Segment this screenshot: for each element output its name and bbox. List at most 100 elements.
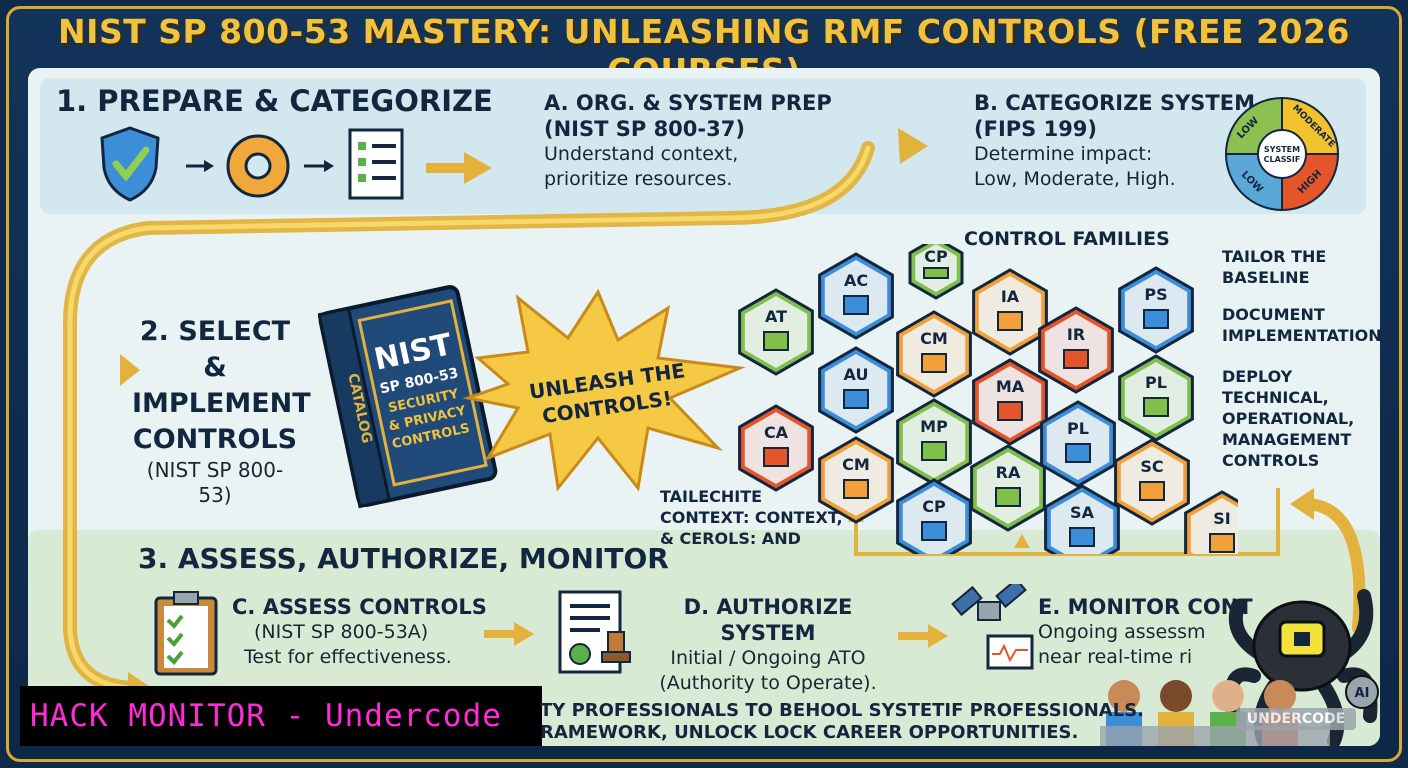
control-family-icon bbox=[1065, 443, 1091, 463]
control-family-hex-ma: MA bbox=[972, 358, 1048, 446]
control-family-hex-cm: CM bbox=[818, 436, 894, 524]
side-tailor: TAILOR THE BASELINE bbox=[1222, 246, 1326, 288]
control-family-label: SA bbox=[1070, 503, 1095, 522]
control-family-hex-pl: PL bbox=[1118, 354, 1194, 442]
control-family-icon bbox=[1139, 481, 1165, 501]
side-deploy-line2: OPERATIONAL, bbox=[1222, 409, 1355, 428]
control-family-hex-cp: CP bbox=[908, 244, 964, 300]
octopus-robot-illustration: AI bbox=[1224, 589, 1379, 746]
step-b-line1: Determine impact: bbox=[974, 143, 1153, 165]
document-checklist-icon bbox=[348, 128, 404, 200]
phase3-title: 3. ASSESS, AUTHORIZE, MONITOR bbox=[138, 542, 669, 575]
control-family-icon bbox=[1209, 533, 1235, 553]
step-c: C. ASSESS CONTROLS (NIST SP 800-53A) Tes… bbox=[232, 594, 487, 670]
control-family-label: MP bbox=[920, 417, 948, 436]
unleash-burst: UNLEASH THE CONTROLS! bbox=[462, 288, 746, 492]
control-family-hex-mp: MP bbox=[896, 398, 972, 486]
control-family-hex-pl: PL bbox=[1040, 400, 1116, 488]
control-family-label: CP bbox=[922, 497, 946, 516]
step-e-title: E. MONITOR CONT bbox=[1038, 595, 1253, 619]
step-d-line1: Initial / Ongoing ATO bbox=[670, 647, 866, 669]
side-tailor-line1: TAILOR THE bbox=[1222, 247, 1327, 266]
control-family-label: IA bbox=[1001, 287, 1020, 306]
phase2-ref: (NIST SP 800-53) bbox=[146, 458, 284, 507]
step-e-line2: near real-time ri bbox=[1038, 646, 1193, 668]
control-families: CP AC AT IA PS CM IR AU MA PL CA MP PL CM RA SC CP SA SI bbox=[738, 244, 1238, 554]
step-a-line1: Understand context, bbox=[544, 143, 739, 165]
control-family-label: IR bbox=[1067, 325, 1085, 344]
wheel-center-1: SYSTEM bbox=[1264, 145, 1300, 154]
control-family-label: AU bbox=[844, 365, 869, 384]
control-family-hex-sa: SA bbox=[1044, 484, 1120, 554]
control-family-hex-sc: SC bbox=[1114, 438, 1190, 526]
control-family-label: PS bbox=[1144, 285, 1167, 304]
catalog-book: CATALOG NIST SP 800-53 SECURITY & PRIVAC… bbox=[318, 285, 498, 509]
control-family-hex-cp: CP bbox=[896, 478, 972, 554]
phase2-title-line1: 2. SELECT & bbox=[139, 316, 291, 383]
control-family-label: CP bbox=[924, 247, 948, 266]
control-family-icon bbox=[763, 331, 789, 351]
side-document-line2: IMPLEMENTATION bbox=[1222, 326, 1380, 345]
step-b-ref: (FIPS 199) bbox=[974, 117, 1098, 141]
control-family-icon bbox=[843, 295, 869, 315]
control-family-label: MA bbox=[996, 377, 1025, 396]
step-d-title: D. AUTHORIZE SYSTEM bbox=[683, 595, 853, 645]
phase1-icons bbox=[100, 126, 492, 202]
control-family-label: PL bbox=[1145, 373, 1167, 392]
step-c-title: C. ASSESS CONTROLS bbox=[232, 595, 487, 619]
control-family-hex-ps: PS bbox=[1118, 266, 1194, 354]
gear-icon bbox=[226, 134, 290, 198]
certificate-stamp-icon bbox=[558, 590, 631, 674]
side-deploy-line3: MANAGEMENT bbox=[1222, 430, 1352, 449]
control-family-icon bbox=[763, 447, 789, 467]
wheel-center-2: CLASSIF bbox=[1264, 155, 1301, 164]
footer-line2: RAMEWORK, UNLOCK LOCK CAREER OPPORTUNITI… bbox=[540, 722, 1079, 743]
footer-text: TY PROFESSIONALS TO BEHOOL SYSTETIF PROF… bbox=[540, 700, 1145, 744]
control-family-hex-ra: RA bbox=[970, 444, 1046, 532]
control-family-icon bbox=[921, 521, 947, 541]
control-family-icon bbox=[1143, 397, 1169, 417]
step-a: A. ORG. & SYSTEM PREP (NIST SP 800-37) U… bbox=[544, 90, 832, 192]
arrow-c-to-d bbox=[484, 622, 534, 646]
arrow-d-to-e bbox=[898, 624, 948, 648]
step-d-line2: (Authority to Operate). bbox=[659, 672, 877, 694]
control-family-hex-ir: IR bbox=[1038, 306, 1114, 394]
control-family-hex-si: SI bbox=[1184, 490, 1238, 554]
control-family-label: SC bbox=[1140, 457, 1163, 476]
clipboard-checklist-icon bbox=[154, 591, 218, 676]
control-family-hex-ac: AC bbox=[818, 252, 894, 340]
phase2-title: 2. SELECT & IMPLEMENT CONTROLS (NIST SP … bbox=[132, 314, 311, 508]
footer-line1: TY PROFESSIONALS TO BEHOOL SYSTETIF PROF… bbox=[540, 700, 1145, 721]
families-title: CONTROL FAMILIES bbox=[964, 228, 1170, 250]
control-family-hex-cm: CM bbox=[896, 310, 972, 398]
control-family-icon bbox=[997, 401, 1023, 421]
control-family-hex-at: AT bbox=[738, 288, 814, 376]
step-b: B. CATEGORIZE SYSTEM (FIPS 199) Determin… bbox=[974, 90, 1255, 192]
step-b-line2: Low, Moderate, High. bbox=[974, 168, 1176, 190]
tailor-note-line3: & CEROLS: AND bbox=[660, 529, 801, 548]
step-d: D. AUTHORIZE SYSTEM Initial / Ongoing AT… bbox=[648, 594, 888, 696]
step-a-line2: prioritize resources. bbox=[544, 168, 733, 190]
control-family-label: CA bbox=[764, 423, 789, 442]
control-family-label: PL bbox=[1067, 419, 1089, 438]
undercode-watermark-logo: UNDERCODE bbox=[1236, 708, 1356, 730]
control-family-icon bbox=[1069, 527, 1095, 547]
control-family-icon bbox=[1063, 349, 1089, 369]
tailor-note: TAILECHITE CONTEXT: CONTEXT, & CEROLS: A… bbox=[660, 486, 843, 549]
phase2-title-line3: CONTROLS bbox=[132, 424, 298, 455]
tailor-note-line2: CONTEXT: CONTEXT, bbox=[660, 508, 843, 527]
control-family-icon bbox=[1143, 309, 1169, 329]
tailor-note-line1: TAILECHITE bbox=[660, 487, 763, 506]
side-tailor-line2: BASELINE bbox=[1222, 268, 1310, 287]
infographic-canvas: 1. PREPARE & CATEGORIZE A. ORG. & SYSTEM… bbox=[28, 68, 1380, 746]
control-family-label: AT bbox=[765, 307, 787, 326]
control-family-label: CM bbox=[920, 329, 948, 348]
step-a-title: A. ORG. & SYSTEM PREP bbox=[544, 91, 832, 115]
step-b-title: B. CATEGORIZE SYSTEM bbox=[974, 91, 1255, 115]
phase1-title: 1. PREPARE & CATEGORIZE bbox=[56, 84, 493, 118]
side-deploy-line1: DEPLOY TECHNICAL, bbox=[1222, 367, 1329, 407]
side-deploy: DEPLOY TECHNICAL, OPERATIONAL, MANAGEMEN… bbox=[1222, 366, 1380, 471]
control-family-label: SI bbox=[1213, 509, 1230, 528]
control-family-icon bbox=[997, 311, 1023, 331]
control-family-hex-ca: CA bbox=[738, 404, 814, 492]
